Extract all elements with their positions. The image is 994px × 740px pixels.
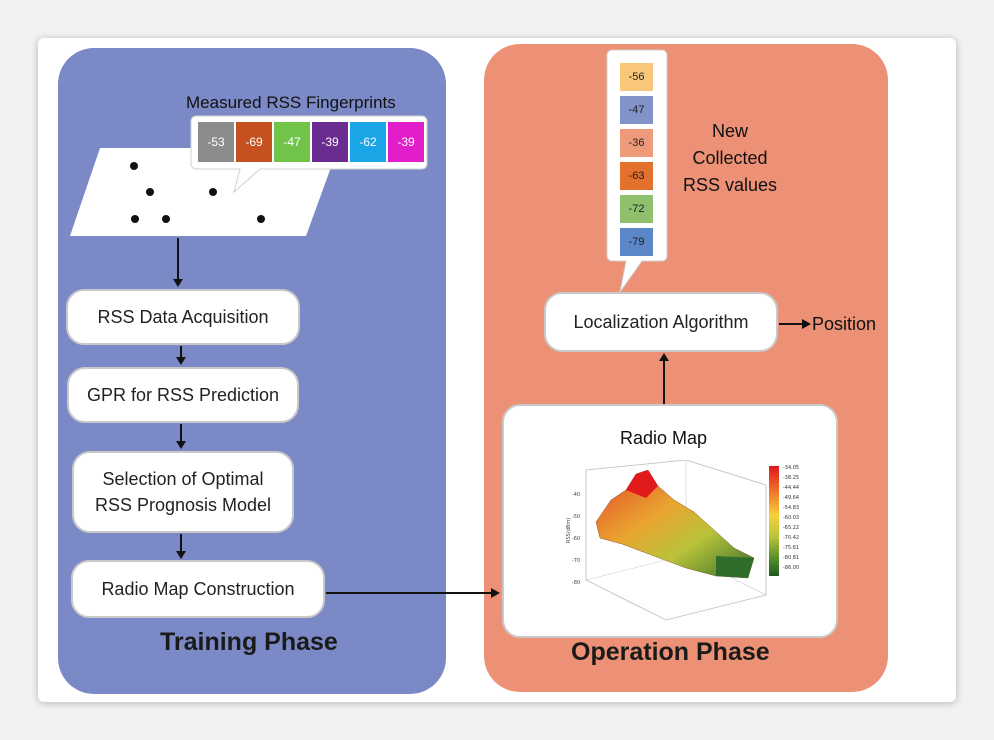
step-radio-map-construction: Radio Map Construction: [71, 560, 325, 618]
radio-map-title: Radio Map: [620, 428, 708, 448]
step-model-selection: Selection of Optimal RSS Prognosis Model: [72, 451, 294, 533]
svg-text:RSS(dBm): RSS(dBm): [566, 518, 572, 543]
collected-value: -63: [620, 162, 653, 190]
arrow-head: [491, 588, 500, 598]
fingerprint-point: [257, 215, 265, 223]
arrow-head: [176, 357, 186, 365]
fingerprint-point: [162, 215, 170, 223]
radio-map-colorbar: [769, 466, 779, 576]
arrow-connector: [663, 360, 665, 405]
svg-text:-60: -60: [572, 536, 580, 542]
fingerprint-point: [209, 188, 217, 196]
arrow-head: [176, 441, 186, 449]
colorbar-tick-labels: -34.05 -38.25 -44.44 -49.64 -54.83 -60.0…: [783, 465, 800, 571]
arrow-head: [176, 551, 186, 559]
svg-text:-40: -40: [572, 492, 580, 498]
floor-plane: [70, 148, 338, 236]
fingerprint-point: [146, 188, 154, 196]
arrow-connector: [326, 592, 492, 594]
localization-algorithm-box: Localization Algorithm: [544, 292, 778, 352]
position-output-label: Position: [812, 314, 877, 334]
svg-text:-80: -80: [572, 580, 580, 586]
operation-phase-label: Operation Phase: [571, 638, 770, 666]
collected-value: -47: [620, 96, 653, 124]
radio-map-surface-plot: -40 -50 -60 -70 -80 RSS(dBm): [566, 460, 767, 621]
fingerprint-swatch: -53: [198, 122, 234, 162]
arrow-connector: [180, 346, 182, 358]
svg-text:-50: -50: [572, 514, 580, 520]
collected-value: -72: [620, 195, 653, 223]
step-gpr-prediction: GPR for RSS Prediction: [67, 367, 299, 423]
arrow-head: [802, 319, 811, 329]
arrow-connector: [180, 424, 182, 442]
fingerprint-point: [131, 215, 139, 223]
arrow-head: [173, 279, 183, 287]
step-rss-data-acquisition: RSS Data Acquisition: [66, 289, 300, 345]
collected-value: -36: [620, 129, 653, 157]
fingerprint-swatch: -39: [388, 122, 424, 162]
collected-value: -79: [620, 228, 653, 256]
collected-value: -56: [620, 63, 653, 91]
fingerprint-swatch: -62: [350, 122, 386, 162]
arrow-head: [659, 353, 669, 361]
arrow-connector: [779, 323, 803, 325]
fingerprint-swatch: -47: [274, 122, 310, 162]
fingerprints-title: Measured RSS Fingerprints: [186, 93, 396, 112]
fingerprint-swatch: -69: [236, 122, 272, 162]
training-phase-label: Training Phase: [160, 628, 338, 656]
fingerprint-swatch: -39: [312, 122, 348, 162]
fingerprint-point: [130, 162, 138, 170]
collected-values-title: New Collected RSS values: [682, 121, 778, 195]
arrow-connector: [177, 238, 179, 280]
arrow-connector: [180, 534, 182, 552]
svg-text:-70: -70: [572, 558, 580, 564]
